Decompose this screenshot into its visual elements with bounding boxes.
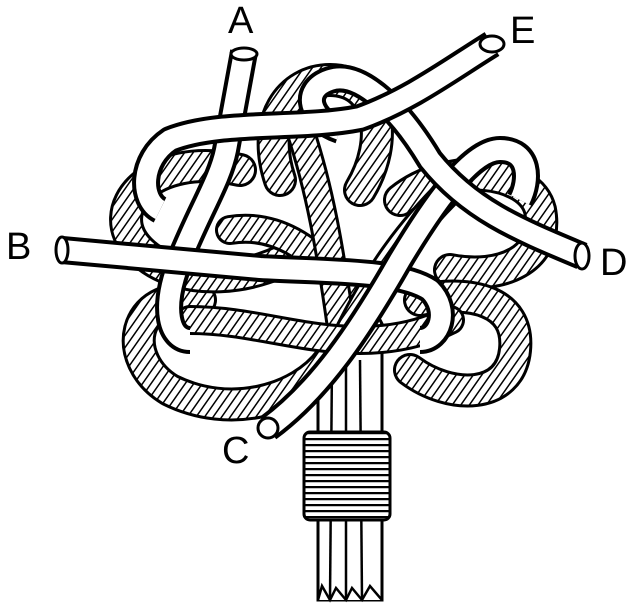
strand-label-a: A: [228, 2, 253, 40]
strand-label-d: D: [600, 244, 627, 282]
whipping-seizing: [304, 432, 390, 520]
strand-label-c: C: [222, 432, 249, 470]
strand-label-b: B: [6, 228, 31, 266]
strand-label-e: E: [510, 12, 535, 50]
